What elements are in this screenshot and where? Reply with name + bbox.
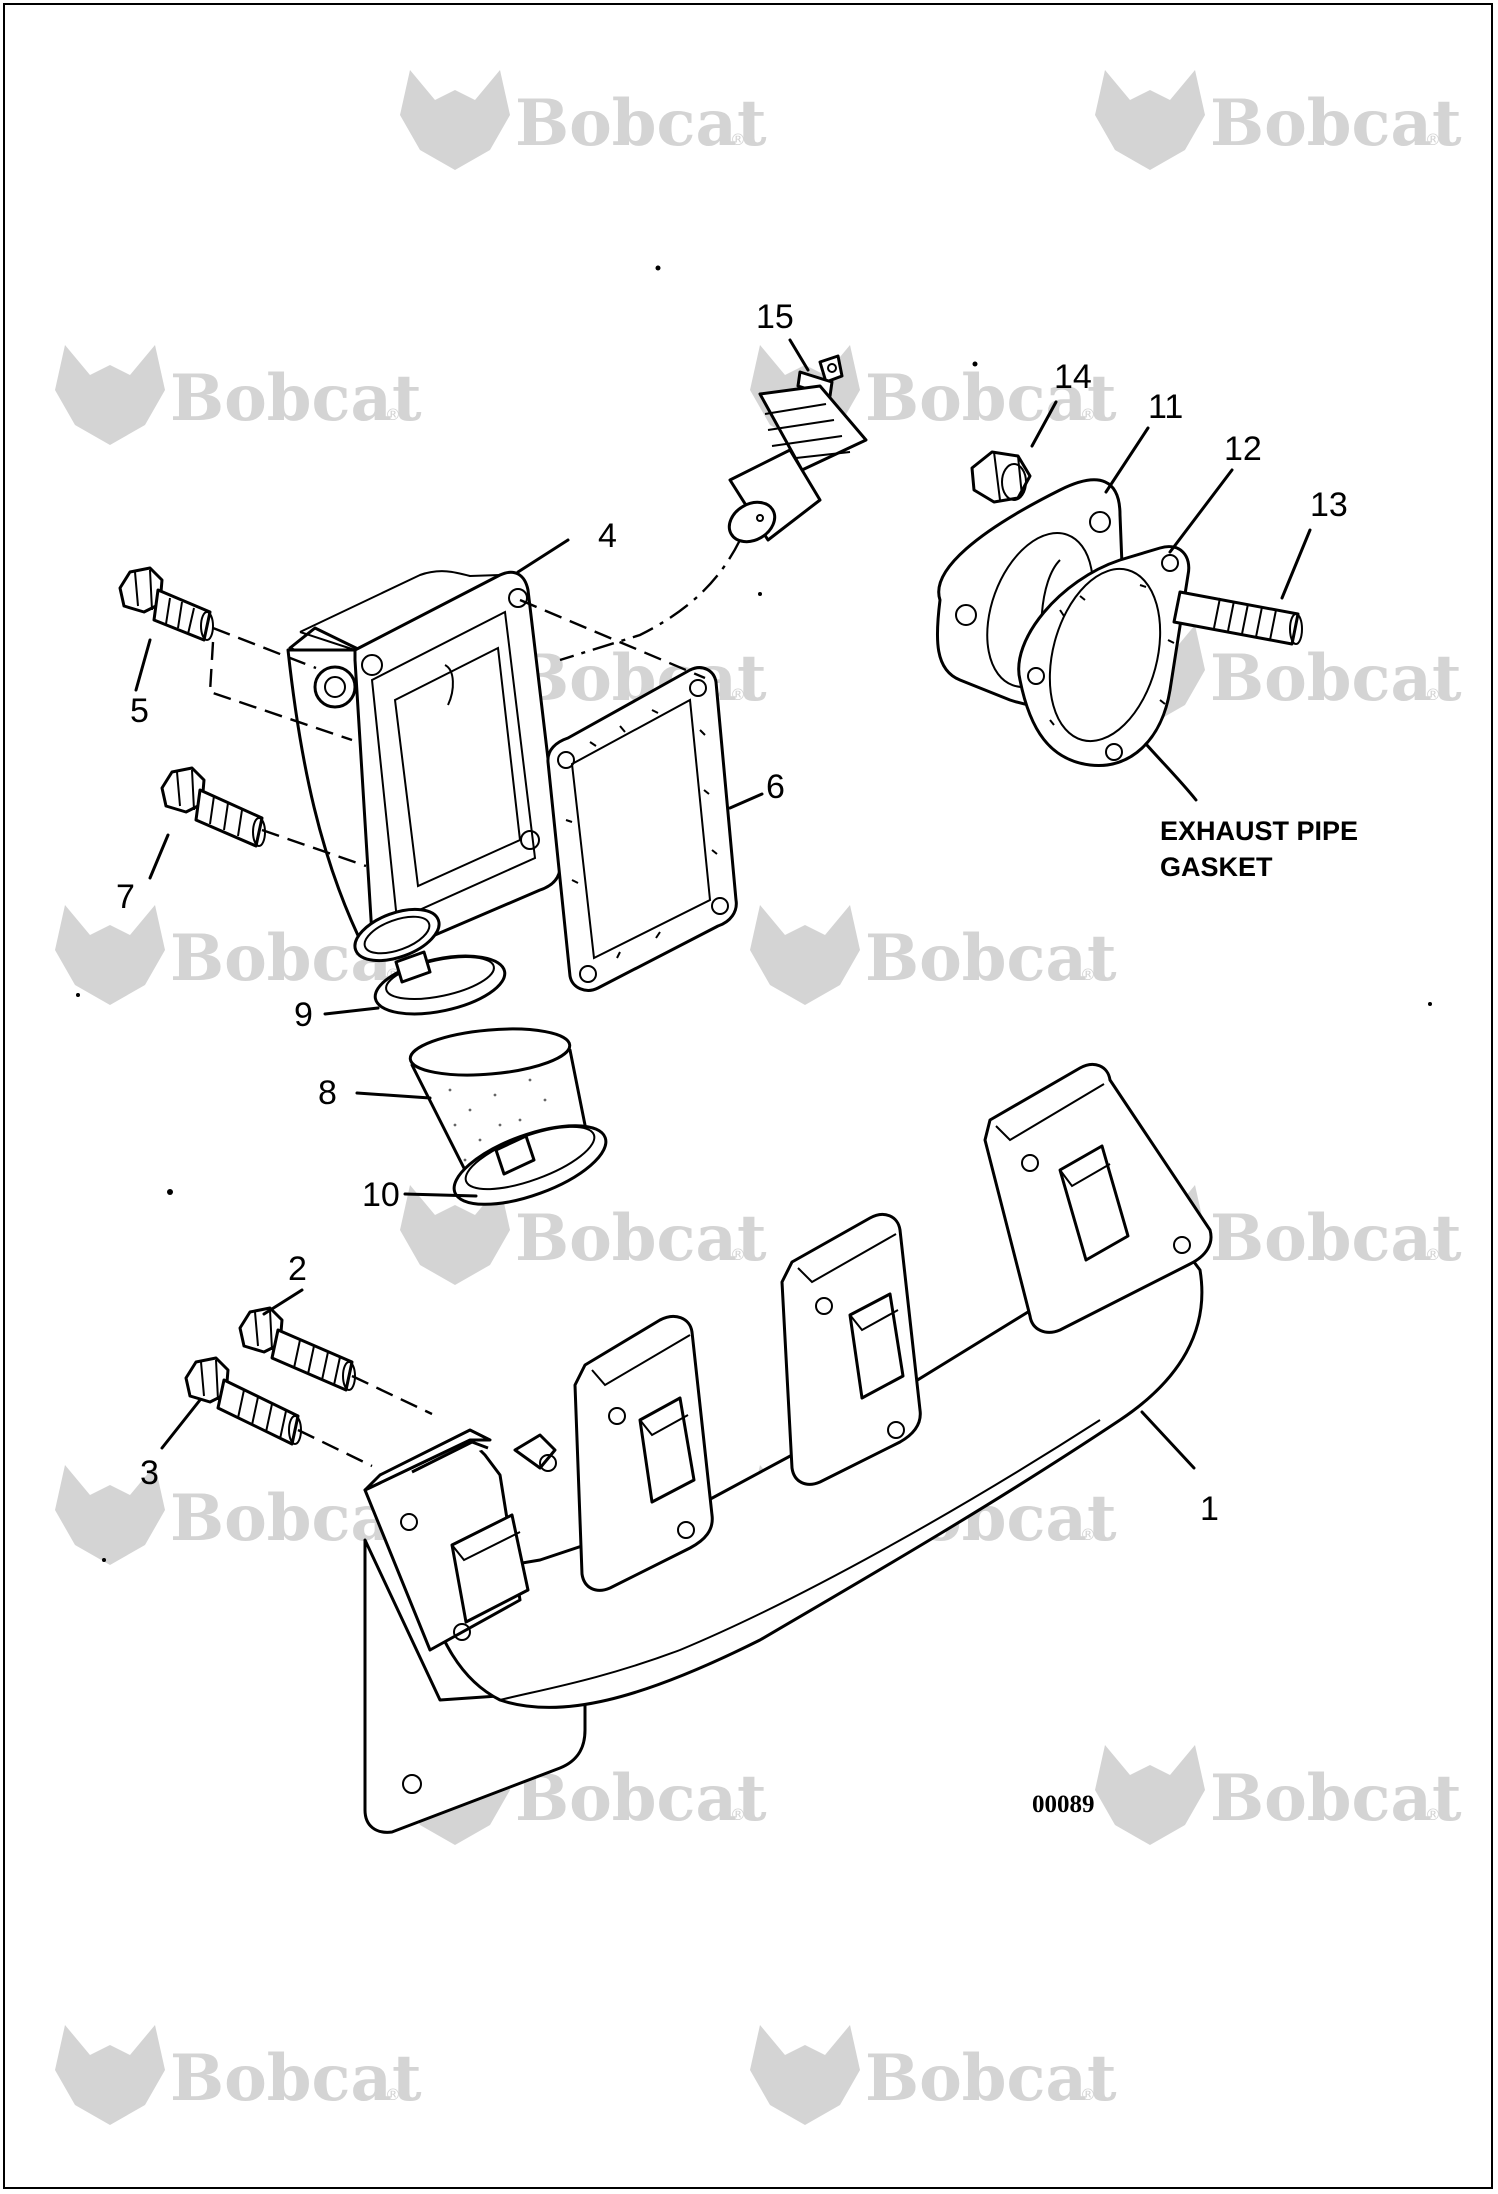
watermark-reg: ® xyxy=(730,685,746,704)
watermark: Bobcat ® xyxy=(1095,1745,1462,1845)
part-12-exhaust-pipe-gasket xyxy=(1017,545,1191,768)
manifold-port-flange xyxy=(780,1213,922,1486)
part-10-hose-clamp xyxy=(452,1124,608,1206)
watermark-text: Bobcat xyxy=(865,361,1117,436)
print-specks xyxy=(76,265,1432,1562)
part-7-bolt xyxy=(160,766,266,848)
bobcat-logo-icon xyxy=(400,1185,510,1285)
part-number-5: 5 xyxy=(130,692,149,730)
part-number-15: 15 xyxy=(756,298,794,336)
watermark-reg: ® xyxy=(1080,965,1096,984)
watermark-reg: ® xyxy=(1080,405,1096,424)
watermark-reg: ® xyxy=(730,1245,746,1264)
bobcat-logo-icon xyxy=(750,2025,860,2125)
bobcat-logo-icon xyxy=(750,905,860,1005)
bobcat-logo-icon xyxy=(400,70,510,170)
watermark-reg: ® xyxy=(1425,685,1441,704)
leader-lines xyxy=(134,338,1312,1470)
watermark: Bobcat ® xyxy=(400,1185,767,1285)
watermark: Bobcat ® xyxy=(1095,70,1462,170)
part-number-8: 8 xyxy=(318,1074,337,1112)
watermark: Bobcat ® xyxy=(55,2025,422,2125)
manifold-port-flange xyxy=(573,1315,714,1592)
part-13-stud xyxy=(1172,590,1303,646)
watermark-reg: ® xyxy=(385,2085,401,2104)
part-number-3: 3 xyxy=(140,1454,159,1492)
watermark-text: Bobcat xyxy=(1210,1761,1462,1836)
exhaust-pipe-gasket-callout-line-1: EXHAUST PIPE xyxy=(1160,816,1358,846)
part-number-11: 11 xyxy=(1148,388,1183,426)
part-4-thermostat-housing xyxy=(286,570,562,963)
watermarks: Bobcat ® Bobcat ® Bobcat ® Bobcat ® Bobc… xyxy=(55,70,1462,2125)
part-2-bolt xyxy=(238,1306,356,1392)
part-number-12: 12 xyxy=(1224,430,1262,468)
watermark-text: Bobcat xyxy=(515,1761,767,1836)
watermark: Bobcat ® xyxy=(400,70,767,170)
watermark: Bobcat ® xyxy=(750,905,1117,1005)
watermark-reg: ® xyxy=(1425,130,1441,149)
exhaust-pipe-gasket-callout-line-2: GASKET xyxy=(1160,852,1273,882)
watermark-text: Bobcat xyxy=(865,921,1117,996)
manifold-port-flange xyxy=(983,1063,1213,1334)
watermark-reg: ® xyxy=(1080,1525,1096,1544)
part-number-1: 1 xyxy=(1200,1490,1219,1528)
part-3-bolt xyxy=(184,1356,302,1446)
part-number-9: 9 xyxy=(294,996,313,1034)
alignment-lines xyxy=(208,539,742,1468)
watermark-text: Bobcat xyxy=(1210,86,1462,161)
watermark-text: Bobcat xyxy=(170,361,422,436)
watermark: Bobcat ® xyxy=(55,345,422,445)
part-number-4: 4 xyxy=(598,517,617,555)
watermark-reg: ® xyxy=(1425,1245,1441,1264)
watermark-reg: ® xyxy=(730,130,746,149)
part-labels: 15 4 5 6 7 9 8 10 14 11 12 13 2 3 1 xyxy=(116,298,1348,1528)
watermark-text: Bobcat xyxy=(1210,641,1462,716)
diagram-frame xyxy=(3,3,1493,2189)
watermark-reg: ® xyxy=(1425,1805,1441,1824)
part-9-hose-clamp xyxy=(373,950,507,1016)
watermark: Bobcat ® xyxy=(55,1465,422,1565)
part-6-gasket xyxy=(546,666,738,992)
part-number-2: 2 xyxy=(288,1250,307,1288)
watermark-text: Bobcat xyxy=(515,1201,767,1276)
watermark-text: Bobcat xyxy=(865,2041,1117,2116)
manifold-port-flange xyxy=(363,1428,557,1652)
watermark-reg: ® xyxy=(1080,2085,1096,2104)
part-number-14: 14 xyxy=(1054,358,1092,396)
watermark-text: Bobcat xyxy=(1210,1201,1462,1276)
bobcat-logo-icon xyxy=(1095,1745,1205,1845)
part-1-exhaust-manifold xyxy=(363,1063,1213,1834)
bobcat-logo-icon xyxy=(1095,70,1205,170)
watermark-text: Bobcat xyxy=(170,2041,422,2116)
part-number-6: 6 xyxy=(766,768,785,806)
watermark: Bobcat ® xyxy=(750,2025,1117,2125)
part-5-bolt xyxy=(118,566,214,642)
watermark-reg: ® xyxy=(730,1805,746,1824)
watermark-reg: ® xyxy=(385,405,401,424)
part-15-temperature-sender xyxy=(727,354,868,544)
part-number-13: 13 xyxy=(1310,486,1348,524)
bobcat-logo-icon xyxy=(55,1465,165,1565)
bobcat-logo-icon xyxy=(55,345,165,445)
part-number-7: 7 xyxy=(116,878,135,916)
bobcat-logo-icon xyxy=(55,2025,165,2125)
bobcat-logo-icon xyxy=(55,905,165,1005)
watermark-text: Bobcat xyxy=(515,86,767,161)
part-number-10: 10 xyxy=(362,1176,400,1214)
figure-code: 00089 xyxy=(1032,1791,1095,1818)
part-14-nut xyxy=(970,450,1032,504)
